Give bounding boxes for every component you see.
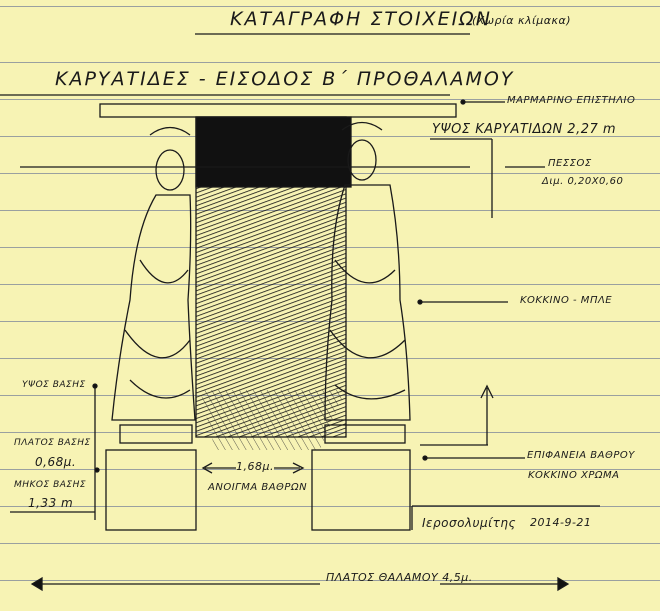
marble-lintel — [99, 103, 457, 118]
left-base — [105, 449, 197, 531]
label-opening: ΑΝΟΙΓΜΑ ΒΑΘΡΩΝ — [208, 482, 308, 493]
label-colour: ΚΟΚΚΙΝΟ - ΜΠΛΕ — [520, 295, 613, 306]
label-base-height: ΥΨΟΣ ΒΑΣΗΣ — [22, 380, 86, 390]
label-base-length: ΜΗΚΟΣ ΒΑΣΗΣ — [14, 480, 87, 490]
right-caryatid — [324, 121, 411, 444]
subtitle: (Χωρία κλίμακα) — [472, 14, 571, 27]
label-pier-dims: Διμ. 0,20Χ0,60 — [542, 176, 624, 187]
label-room-width: ΠΛΑΤΟΣ ΘΑΛΑΜΟΥ 4,5μ. — [326, 571, 473, 584]
label-base-length-value: 1,33 m — [28, 496, 74, 510]
heading: ΚΑΡΥΑΤΙΔΕΣ - ΕΙΣΟΔΟΣ Β΄ ΠΡΟΘΑΛΑΜΟΥ — [55, 68, 515, 90]
date: 2014-9-21 — [530, 516, 592, 529]
right-base — [311, 449, 411, 531]
label-base-width: ΠΛΑΤΟΣ ΒΑΣΗΣ — [14, 438, 91, 448]
label-lintel: ΜΑΡΜΑΡΙΝΟ ΕΠΙΣΤΗΛΙΟ — [507, 95, 636, 106]
label-caryatid-height: ΥΨΟΣ ΚΑΡΥΑΤΙΔΩΝ 2,27 m — [432, 122, 617, 137]
label-base-width-value: 0,68μ. — [35, 455, 77, 469]
page-title: ΚΑΤΑΓΡΑΦΗ ΣΤΟΙΧΕΙΩΝ — [230, 8, 492, 30]
label-pier: ΠΕΣΣΟΣ — [548, 158, 592, 169]
label-surface-colour: ΚΟΚΚΙΝΟ ΧΡΩΜΑ — [528, 470, 620, 481]
label-surface: ΕΠΙΦΑΝΕΙΑ ΒΑΘΡΟΥ — [527, 450, 635, 461]
label-opening-value: 1,68μ. — [236, 460, 274, 473]
doorway-top — [195, 116, 352, 188]
left-caryatid — [111, 126, 196, 444]
signature: Ιεροσολυμίτης — [422, 516, 517, 530]
